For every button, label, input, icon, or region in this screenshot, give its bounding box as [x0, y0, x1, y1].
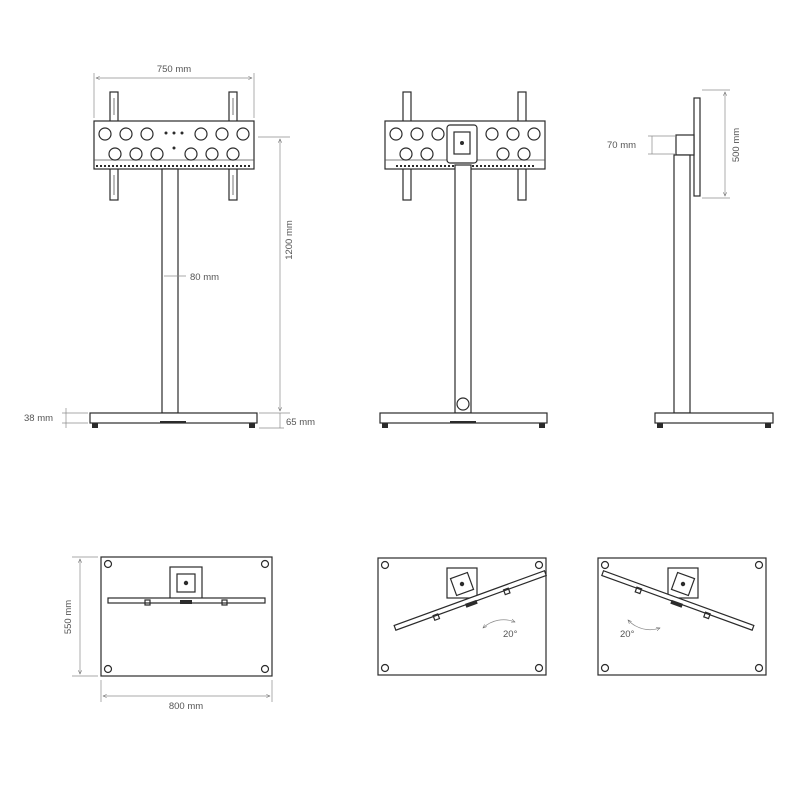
rear-view: [379, 91, 548, 428]
base-depth-label: 550 mm: [63, 600, 74, 634]
base-height-label: 65 mm: [286, 417, 315, 428]
wall-offset-label: 70 mm: [607, 140, 636, 151]
pole-width-label: 80 mm: [190, 272, 219, 283]
bracket-plate: [93, 120, 255, 170]
top-view-rotated-left: 20°: [377, 557, 547, 676]
side-pole: [673, 154, 691, 414]
width-top-label: 750 mm: [157, 64, 191, 75]
base-thickness-label: 38 mm: [24, 413, 53, 424]
bracket-holes: [98, 127, 250, 161]
height-label: 1200 mm: [284, 220, 295, 260]
rotation-right-label: 20°: [620, 629, 635, 640]
rear-bracket-holes: [389, 127, 541, 161]
rotation-arrow-right: [628, 620, 660, 630]
rear-pole: [454, 164, 472, 414]
bracket-height-label: 500 mm: [731, 128, 742, 162]
side-view: 70 mm 500 mm: [607, 89, 774, 428]
foot-left: [92, 423, 98, 428]
cable-hole: [456, 397, 470, 411]
front-view: 750 mm 1200 mm 80 mm 38 mm 65 mm: [24, 64, 315, 429]
top-bracket-bar-2: [393, 569, 547, 631]
base-width-label: 800 mm: [169, 701, 203, 712]
side-bracket: [693, 97, 701, 197]
top-view-straight: 800 mm 550 mm: [63, 556, 273, 712]
rotation-left-label: 20°: [503, 629, 518, 640]
rotation-arrow-left: [483, 620, 515, 628]
arm-slots: [113, 98, 234, 195]
side-base-plate: [654, 412, 774, 424]
top-bracket-bar-3: [601, 569, 755, 631]
pole: [161, 168, 179, 414]
top-view-rotated-right: 20°: [597, 557, 767, 676]
foot-right: [249, 423, 255, 428]
side-mount-head: [675, 134, 695, 156]
